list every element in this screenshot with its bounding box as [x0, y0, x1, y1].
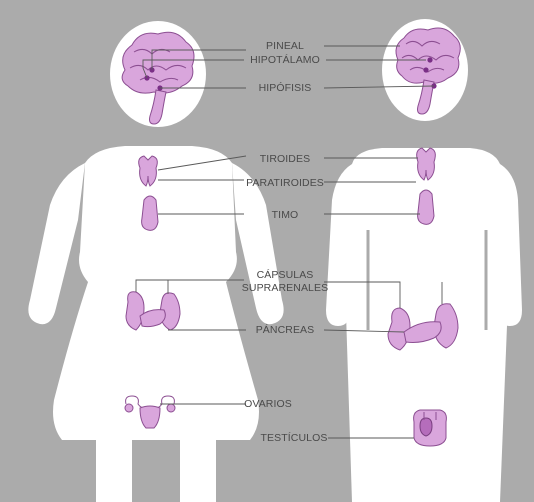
- label-tiroides: TIROIDES: [260, 153, 310, 165]
- label-capsulas-line2: SUPRARENALES: [242, 282, 328, 294]
- female-thymus-icon: [142, 196, 158, 230]
- label-hipofisis: HIPÓFISIS: [259, 81, 312, 94]
- female-left-leg: [96, 438, 132, 502]
- label-testiculos: TESTÍCULOS: [261, 431, 328, 444]
- female-thyroid-icon: [139, 156, 158, 186]
- label-ovarios: OVARIOS: [244, 398, 292, 410]
- label-timo: TIMO: [272, 209, 299, 221]
- label-capsulas-line1: CÁPSULAS: [257, 268, 314, 281]
- label-pancreas: PÁNCREAS: [256, 323, 315, 336]
- label-paratiroides: PARATIROIDES: [246, 177, 324, 189]
- testicles-icon: [414, 410, 447, 446]
- male-thyroid-icon: [417, 148, 436, 180]
- label-hipotalamo: HIPOTÁLAMO: [250, 53, 320, 66]
- label-pineal: PINEAL: [266, 40, 304, 52]
- female-right-leg: [180, 438, 216, 502]
- male-thymus-icon: [418, 190, 434, 224]
